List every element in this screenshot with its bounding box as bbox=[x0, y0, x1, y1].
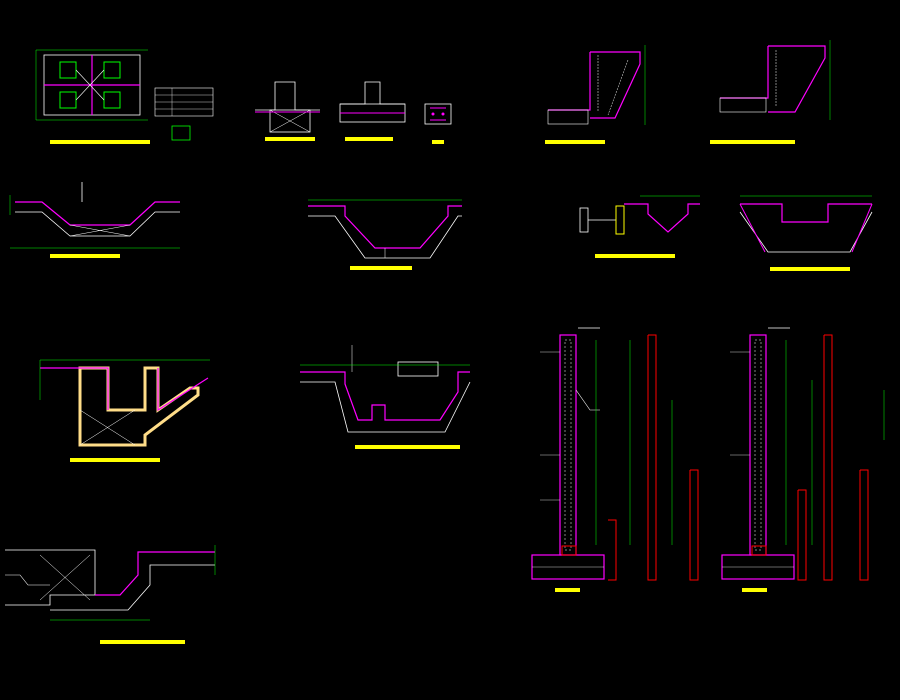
detail-wall-elevation-2 bbox=[721, 327, 885, 592]
detail-pit-side-detail bbox=[579, 195, 700, 258]
detail-underground-section-2 bbox=[339, 81, 406, 141]
detail-underground-section-1 bbox=[255, 81, 320, 141]
detail-pit-stepped bbox=[300, 345, 471, 449]
detail-pit-rebar-2 bbox=[739, 195, 873, 271]
detail-slope-joint-2 bbox=[710, 40, 831, 144]
detail-pit-corner bbox=[5, 545, 216, 644]
detail-pit-filled bbox=[39, 359, 210, 462]
detail-slope-joint-1 bbox=[545, 45, 646, 144]
detail-pile-cap-plan bbox=[35, 49, 214, 144]
detail-pit-rebar-1 bbox=[308, 199, 462, 270]
detail-pile-cap-section bbox=[9, 182, 180, 258]
detail-wall-elevation-1 bbox=[531, 327, 699, 592]
detail-small-section bbox=[424, 103, 452, 144]
